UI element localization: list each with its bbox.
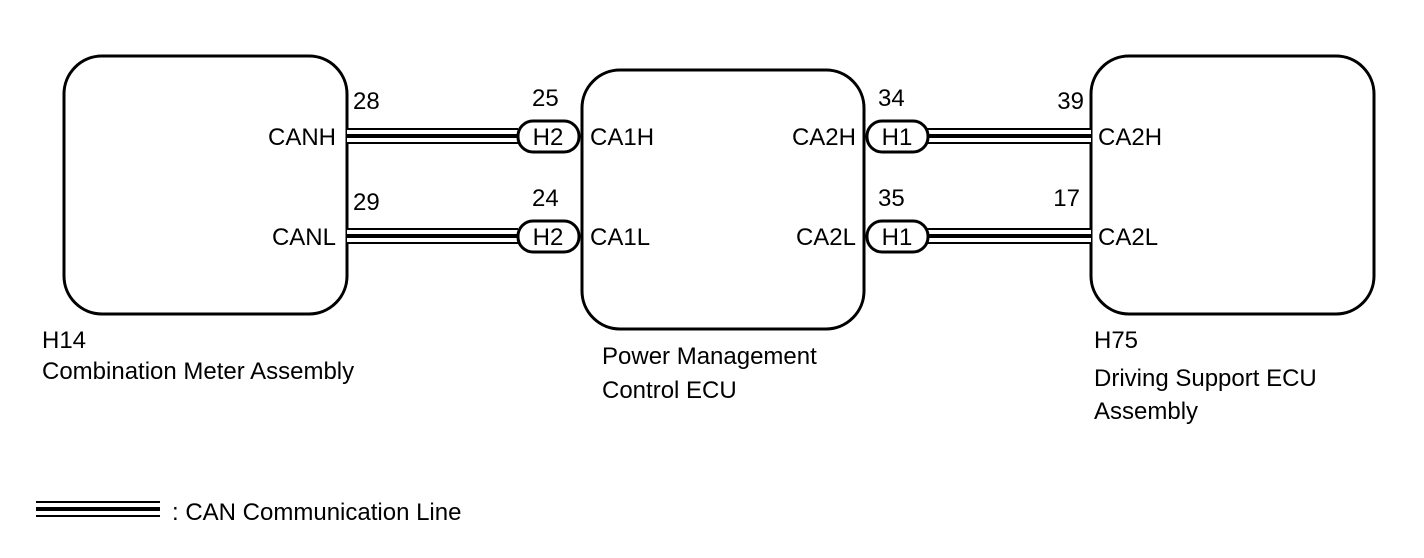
terminal-ca2h-center: CA2H [792,124,856,151]
pin-28: 28 [353,88,380,115]
pin-29: 29 [353,189,380,216]
connector-h2-bottom: H2 [516,219,581,254]
legend-label: : CAN Communication Line [172,499,461,526]
component-code-h14: H14 [42,327,86,354]
can-line-right-high [926,128,1091,144]
pin-35: 35 [878,185,905,212]
pin-17: 17 [1053,185,1080,212]
component-name-driving-support-line2: Assembly [1094,398,1198,425]
connector-h1-bottom: H1 [865,219,930,254]
can-line-left-low [347,228,518,244]
connector-h2-bottom-label: H2 [533,224,564,251]
pin-34: 34 [878,85,905,112]
pin-39: 39 [1057,88,1084,115]
combination-meter-box [62,54,349,316]
pin-25: 25 [532,85,559,112]
connector-h1-bottom-label: H1 [882,224,913,251]
terminal-ca1h: CA1H [590,124,654,151]
terminal-ca2h-right: CA2H [1098,124,1162,151]
connector-h1-top: H1 [865,119,930,154]
terminal-canh: CANH [268,124,336,151]
can-line-left-high [347,128,518,144]
component-name-driving-support-line1: Driving Support ECU [1094,365,1317,392]
power-management-ecu-box [580,68,866,331]
terminal-canl: CANL [272,224,336,251]
legend-can-line-symbol [36,501,160,517]
component-code-h75: H75 [1094,327,1138,354]
connector-h2-top: H2 [516,119,581,154]
terminal-ca2l-right: CA2L [1098,224,1158,251]
pin-24: 24 [532,185,559,212]
terminal-ca1l: CA1L [590,224,650,251]
component-name-combination-meter: Combination Meter Assembly [42,358,354,385]
connector-h2-top-label: H2 [533,124,564,151]
component-name-power-management-line1: Power Management [602,343,817,370]
terminal-ca2l-center: CA2L [796,224,856,251]
connector-h1-top-label: H1 [882,124,913,151]
component-name-power-management-line2: Control ECU [602,377,737,404]
can-line-right-low [926,228,1091,244]
driving-support-ecu-box [1089,54,1376,316]
